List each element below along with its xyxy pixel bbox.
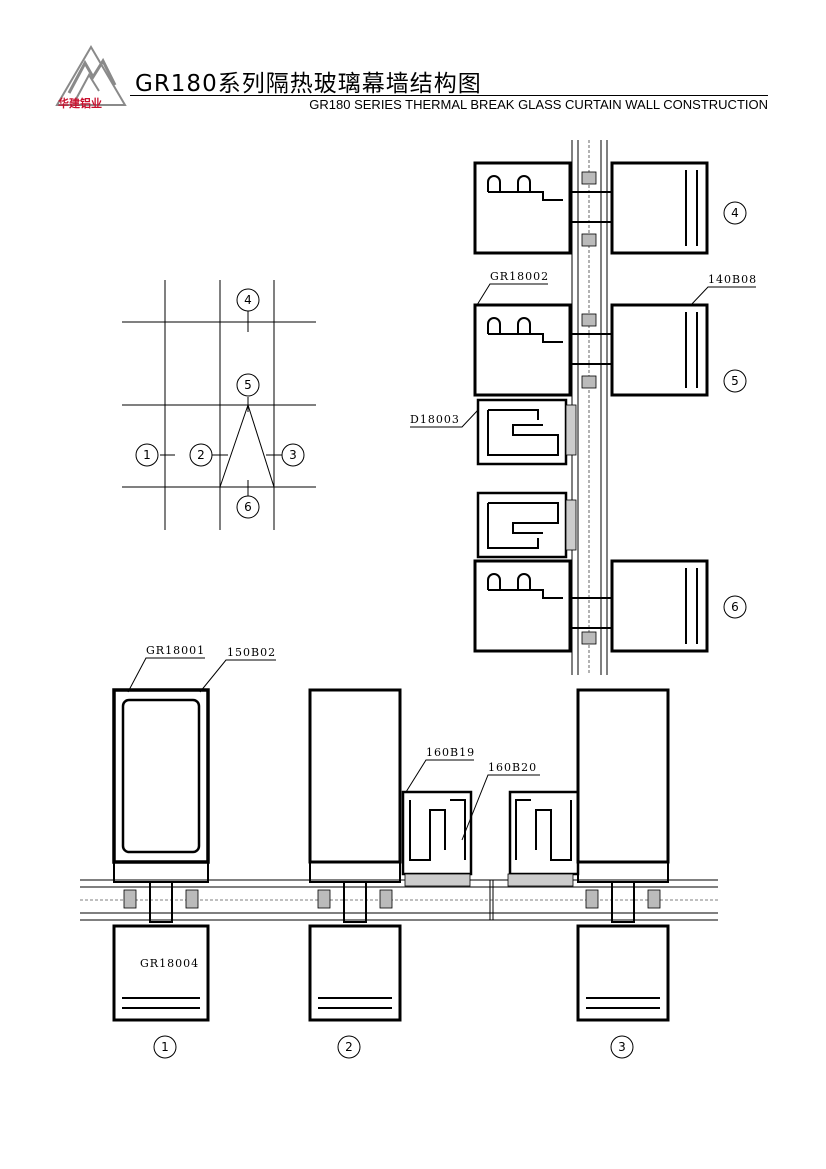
leader-160b19: [405, 759, 474, 793]
key-marker-1: 1: [143, 448, 151, 462]
company-logo-icon: [55, 45, 127, 106]
key-marker-6: 6: [244, 500, 252, 514]
section-number-5: 5: [731, 374, 739, 388]
section-number-4: 4: [731, 206, 739, 220]
transom-section-5: [473, 303, 709, 397]
transom-section-4: [473, 161, 709, 255]
page-subtitle: GR180 SERIES THERMAL BREAK GLASS CURTAIN…: [309, 97, 768, 112]
page-title: GR180系列隔热玻璃幕墙结构图: [135, 71, 482, 97]
label-d18003: D18003: [410, 413, 460, 426]
leader-160b20: [461, 774, 540, 841]
leader-d18003: [410, 409, 479, 428]
mullion-section-1: [112, 688, 210, 1022]
title-rule: [130, 95, 768, 96]
key-marker-4: 4: [244, 293, 252, 307]
vent-profiles: [401, 790, 580, 920]
company-name: 华建铝业: [58, 97, 102, 110]
label-160b20: 160B20: [488, 761, 537, 774]
label-gr18004: GR18004: [140, 957, 199, 970]
section-number-3: 3: [618, 1040, 626, 1054]
vent-frame-upper: [476, 398, 577, 466]
leader-gr18001: [127, 657, 205, 693]
section-number-2: 2: [345, 1040, 353, 1054]
label-150b02: 150B02: [227, 646, 276, 659]
label-140b08: 140B08: [708, 273, 757, 286]
leader-150b02: [199, 659, 276, 693]
mullion-section-2: [308, 688, 402, 1022]
leader-gr18002: [476, 283, 548, 306]
transom-section-6: [473, 559, 709, 653]
vent-frame-lower: [476, 491, 577, 559]
mullion-section-3: [576, 688, 670, 1022]
key-plan: [122, 280, 316, 530]
horizontal-glass-band: [80, 879, 718, 921]
section-number-1: 1: [161, 1040, 169, 1054]
label-160b19: 160B19: [426, 746, 475, 759]
label-gr18001: GR18001: [146, 644, 205, 657]
section-number-6: 6: [731, 600, 739, 614]
key-marker-5: 5: [244, 378, 252, 392]
vertical-glass-strip: [571, 140, 608, 675]
key-marker-2: 2: [197, 448, 205, 462]
label-gr18002: GR18002: [490, 270, 549, 283]
key-marker-3: 3: [289, 448, 297, 462]
leader-140b08: [689, 286, 756, 307]
